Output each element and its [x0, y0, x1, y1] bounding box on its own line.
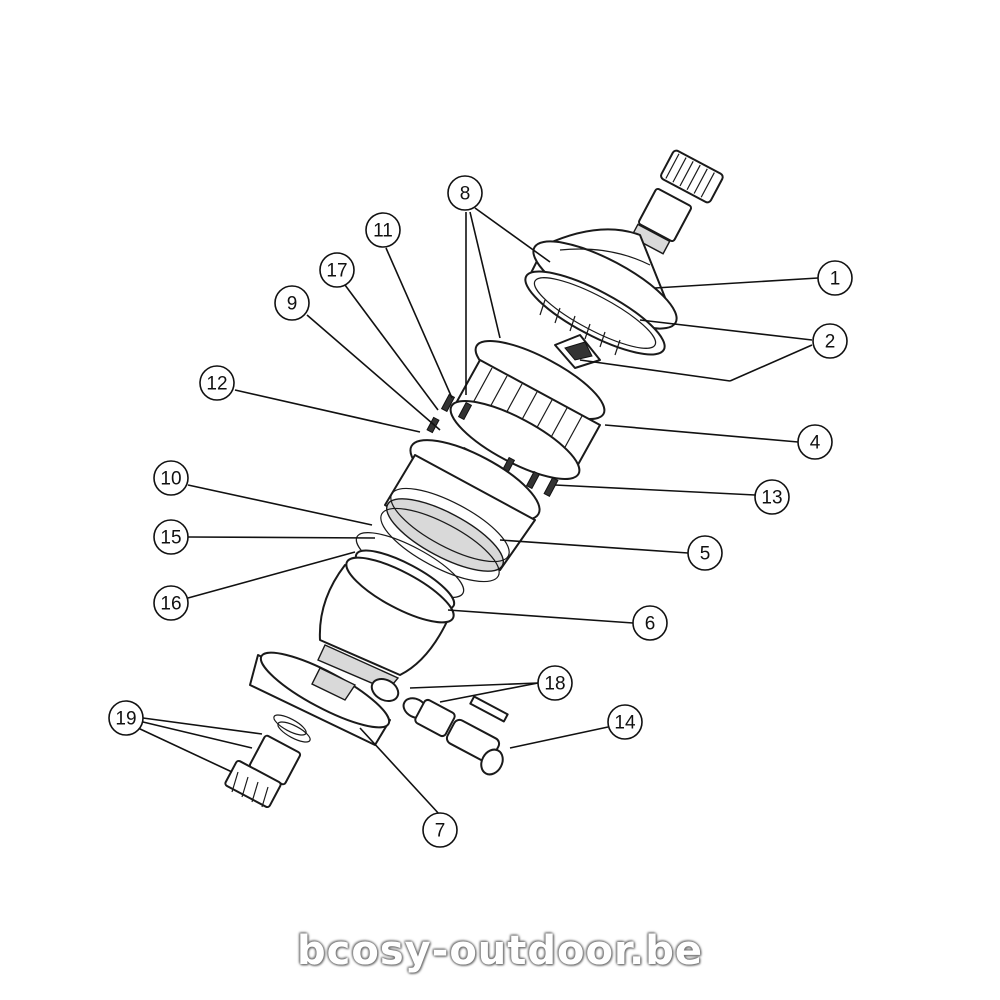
part-6-body-bowl — [317, 556, 455, 691]
svg-text:7: 7 — [435, 821, 446, 842]
callout-5: 5 — [687, 535, 723, 571]
svg-text:16: 16 — [160, 594, 181, 615]
callout-4: 4 — [797, 424, 833, 460]
callout-7: 7 — [422, 812, 458, 848]
callout-19: 19 — [108, 700, 144, 736]
callout-14: 14 — [607, 704, 643, 740]
callout-16: 16 — [153, 585, 189, 621]
callout-6: 6 — [632, 605, 668, 641]
svg-text:1: 1 — [830, 269, 841, 290]
svg-text:11: 11 — [373, 221, 393, 242]
callout-10: 10 — [153, 460, 189, 496]
svg-text:13: 13 — [761, 488, 782, 509]
callout-12: 12 — [199, 365, 235, 401]
svg-text:12: 12 — [206, 374, 227, 395]
svg-text:5: 5 — [700, 544, 711, 565]
callout-18: 18 — [537, 665, 573, 701]
svg-text:15: 15 — [160, 528, 181, 549]
part-19-fittings — [224, 714, 311, 809]
callout-17: 17 — [319, 252, 355, 288]
svg-text:8: 8 — [460, 184, 471, 205]
part-18-14-ball-valve — [370, 677, 509, 776]
callout-15: 15 — [153, 519, 189, 555]
svg-text:9: 9 — [287, 294, 298, 315]
svg-text:17: 17 — [326, 261, 347, 282]
svg-text:2: 2 — [825, 332, 836, 353]
svg-text:18: 18 — [544, 674, 565, 695]
callout-13: 13 — [754, 479, 790, 515]
svg-text:14: 14 — [614, 713, 636, 734]
callout-2: 2 — [812, 323, 848, 359]
callout-8: 8 — [447, 175, 483, 211]
callout-11: 11 — [365, 212, 401, 248]
callout-9: 9 — [274, 285, 310, 321]
part-2-gaskets-and-valve — [524, 270, 666, 369]
svg-text:10: 10 — [160, 469, 181, 490]
part-5-body-flange — [380, 439, 541, 583]
part-4-filter-basket — [449, 340, 606, 480]
svg-text:6: 6 — [645, 614, 656, 635]
svg-text:19: 19 — [115, 709, 136, 730]
watermark-text: bcosy-outdoor.be — [297, 928, 703, 974]
svg-text:4: 4 — [810, 433, 821, 454]
leader-lines — [137, 207, 819, 816]
callout-1: 1 — [817, 260, 853, 296]
